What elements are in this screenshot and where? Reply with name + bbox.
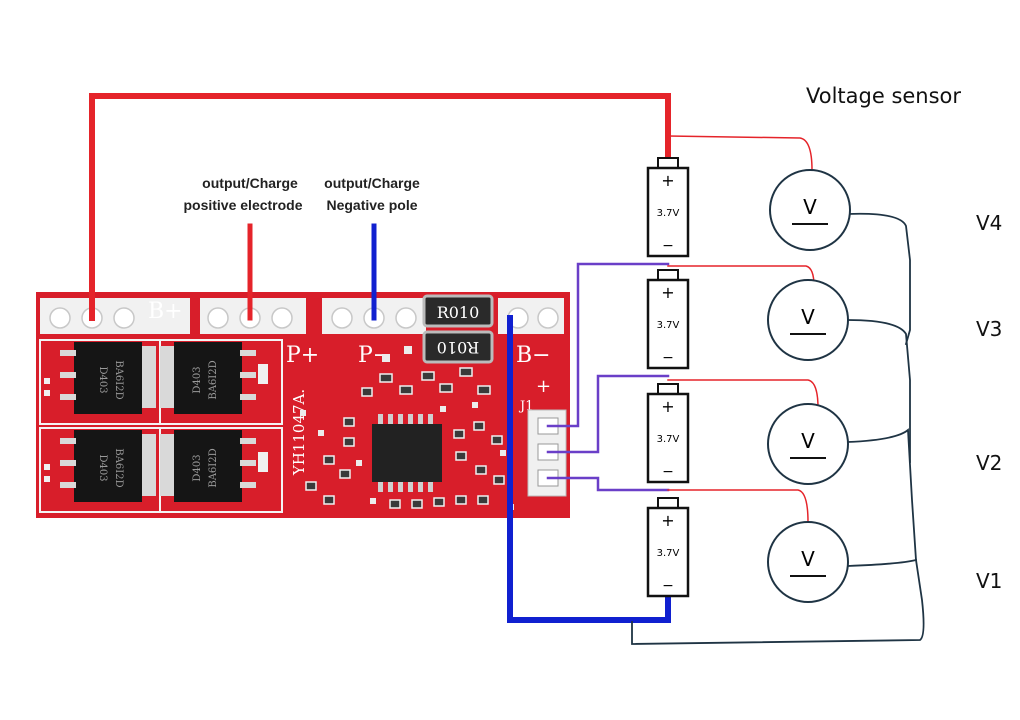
svg-text:BA6I2D: BA6I2D — [208, 360, 219, 399]
balance-wire-2 — [546, 374, 670, 454]
cell-3-voltage: 3.7V — [657, 320, 680, 331]
resistor-label-top: R010 — [437, 303, 480, 322]
svg-text:BA6I2D: BA6I2D — [113, 360, 124, 399]
cell-2-plus: + — [661, 397, 674, 416]
b-minus-label: B− — [516, 343, 551, 368]
voltmeter-v4-symbol: V — [803, 195, 817, 219]
svg-text:D403: D403 — [97, 366, 108, 393]
wires — [89, 93, 925, 645]
battery-cell-3: + 3.7V − — [646, 269, 690, 370]
voltmeter-v3-symbol: V — [801, 305, 815, 329]
protection-ic — [372, 414, 442, 492]
voltmeters: V V V V — [767, 169, 851, 603]
battery-cell-4: + 3.7V − — [646, 157, 690, 258]
cell-2-minus: − — [662, 464, 674, 480]
cell-1-voltage: 3.7V — [657, 548, 680, 559]
meter-name-v2: V2 — [976, 451, 1002, 475]
svg-text:BA6I2D: BA6I2D — [208, 448, 219, 487]
voltmeter-v4-circle — [769, 169, 851, 251]
battery-cells: + 3.7V − + 3.7V − + 3.7V − + 3.7V − — [646, 157, 690, 598]
voltmeter-v1-circle — [767, 521, 849, 603]
voltmeter-v1: V — [767, 521, 849, 603]
svg-text:BA6I2D: BA6I2D — [113, 448, 124, 487]
positive-label-line1: output/Charge — [202, 175, 298, 191]
cell-1-minus: − — [662, 578, 674, 594]
voltmeter-v4: V — [769, 169, 851, 251]
mosfet-4 — [160, 430, 256, 502]
diagram-title: Voltage sensor — [806, 84, 961, 108]
positive-label-line2: positive electrode — [183, 197, 302, 213]
b-minus-wire — [507, 315, 671, 623]
voltmeter-v3-circle — [767, 279, 849, 361]
p-plus-label: P+ — [286, 343, 319, 368]
mosfet-group — [60, 342, 256, 502]
negative-label-line1: output/Charge — [324, 175, 420, 191]
voltmeter-v2: V — [767, 403, 849, 485]
sense-wire-v2 — [667, 379, 819, 409]
battery-cell-1: + 3.7V − — [646, 497, 690, 598]
b-plus-label: B+ — [148, 299, 183, 324]
svg-text:D403: D403 — [192, 454, 203, 481]
cell-3-minus: − — [662, 350, 674, 366]
mosfet-2 — [160, 342, 256, 414]
plus-mark: + — [536, 376, 551, 397]
cell-4-voltage: 3.7V — [657, 208, 680, 219]
negative-label-line2: Negative pole — [326, 197, 417, 213]
svg-text:D403: D403 — [97, 454, 108, 481]
cell-2-voltage: 3.7V — [657, 434, 680, 445]
mosfet-markings: D403 BA6I2D D403 BA6I2D D403 BA6I2D D403… — [97, 360, 219, 487]
bms-board: R010 R010 B+ P+ P− B− + J1 YH11047A. — [36, 292, 570, 518]
cell-3-plus: + — [661, 283, 674, 302]
balance-wire-1 — [546, 476, 670, 492]
sense-wire-v4 — [667, 135, 813, 171]
balance-wire-3 — [546, 262, 670, 428]
smd-components — [300, 346, 514, 510]
svg-text:D403: D403 — [192, 366, 203, 393]
cell-4-plus: + — [661, 171, 674, 190]
current-sense-resistors — [422, 294, 494, 364]
meter-name-v1: V1 — [976, 569, 1002, 593]
model-label: YH11047A. — [290, 389, 308, 476]
voltmeter-v2-circle — [767, 403, 849, 485]
mosfet-3 — [60, 430, 156, 502]
solder-pads — [49, 307, 559, 329]
cell-1-plus: + — [661, 511, 674, 530]
b-plus-wire — [89, 93, 671, 321]
cell-4-minus: − — [662, 238, 674, 254]
return-wire-v4 — [847, 212, 911, 346]
small-pads-left — [44, 364, 268, 482]
battery-cell-2: + 3.7V − — [646, 383, 690, 484]
meter-name-v4: V4 — [976, 211, 1002, 235]
return-wire-v1 — [847, 558, 918, 567]
voltmeter-v1-symbol: V — [801, 547, 815, 571]
meter-name-v3: V3 — [976, 317, 1002, 341]
voltmeter-v3: V — [767, 279, 849, 361]
return-wire-v3 — [847, 319, 911, 463]
resistor-label-bottom: R010 — [437, 338, 480, 357]
return-wire-v2 — [847, 428, 917, 561]
voltmeter-v2-symbol: V — [801, 429, 815, 453]
return-wire-bottom — [631, 558, 925, 645]
sense-wire-v1 — [667, 489, 809, 523]
mosfet-1 — [60, 342, 156, 414]
